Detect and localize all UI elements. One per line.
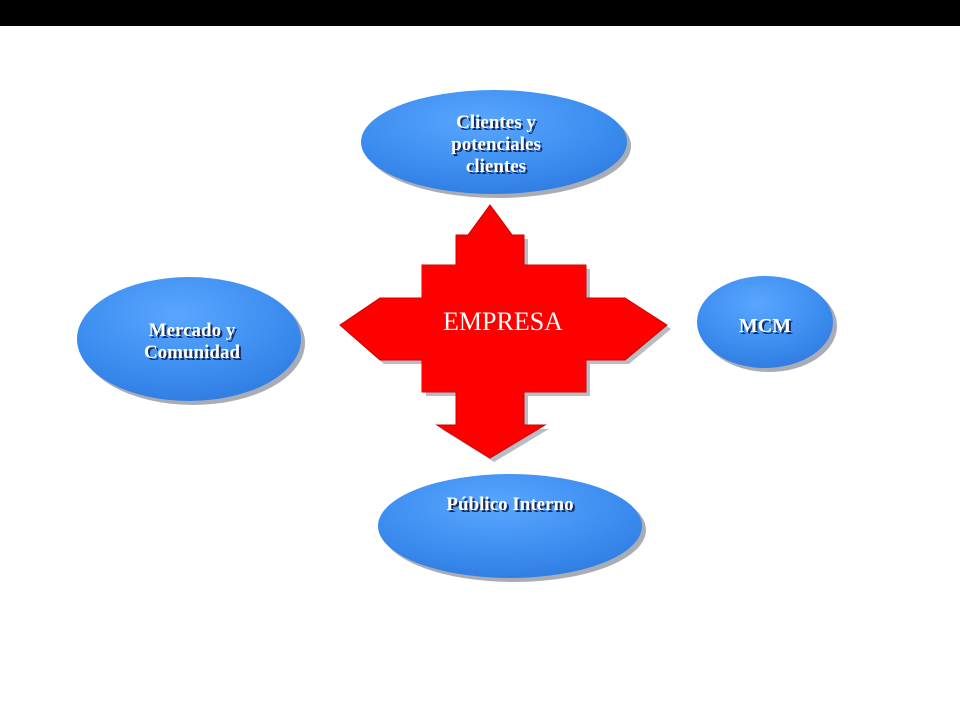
svg-text:Clientes y: Clientes y bbox=[458, 114, 538, 135]
node-publico-interno-line-1: Público Interno bbox=[446, 494, 573, 515]
svg-text:potenciales: potenciales bbox=[453, 136, 543, 157]
svg-text:MCM: MCM bbox=[741, 317, 793, 339]
node-mercado: Mercado y Mercado y Comunidad Comunidad bbox=[77, 277, 305, 405]
node-clientes: Clientes y Clientes y potenciales potenc… bbox=[361, 90, 631, 198]
node-clientes-line-1: Clientes y bbox=[456, 112, 536, 133]
node-clientes-line-3: clientes bbox=[466, 156, 526, 177]
svg-text:clientes: clientes bbox=[468, 158, 528, 179]
top-bar bbox=[0, 0, 960, 26]
svg-text:Mercado y: Mercado y bbox=[151, 322, 238, 343]
node-mcm-line-1: MCM bbox=[739, 315, 791, 337]
node-publico-interno: Público Interno Público Interno bbox=[378, 474, 646, 582]
center-label: EMPRESA bbox=[443, 307, 563, 336]
center-node-empresa: EMPRESA bbox=[422, 265, 586, 392]
node-mcm: MCM MCM bbox=[697, 276, 837, 372]
node-clientes-line-2: potenciales bbox=[451, 134, 541, 155]
node-mercado-line-1: Mercado y bbox=[149, 320, 236, 341]
node-mercado-line-2: Comunidad bbox=[144, 342, 241, 363]
svg-text:Comunidad: Comunidad bbox=[146, 344, 243, 365]
svg-text:Público Interno: Público Interno bbox=[448, 496, 575, 517]
